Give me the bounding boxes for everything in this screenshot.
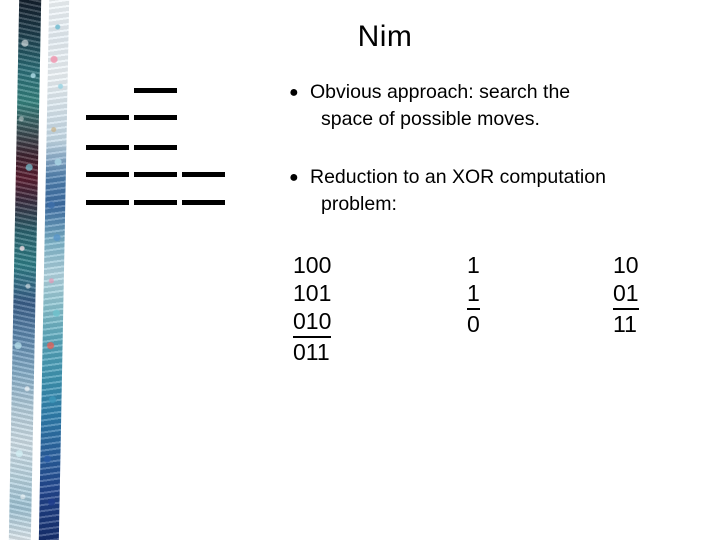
bullet-item-1: ● Obvious approach: search the space of … bbox=[289, 79, 649, 133]
xor-line: 0 bbox=[467, 311, 480, 337]
xor-line: 1 bbox=[467, 252, 480, 278]
nim-stick bbox=[134, 200, 177, 205]
nim-row bbox=[86, 88, 201, 94]
nim-stick bbox=[134, 172, 177, 177]
xor-line: 100 bbox=[293, 252, 332, 278]
bullet-1-line-2: space of possible moves. bbox=[321, 108, 540, 130]
nim-stick bbox=[182, 200, 225, 205]
nim-sticks-diagram bbox=[86, 80, 225, 215]
nim-row bbox=[86, 115, 201, 121]
nim-stick bbox=[134, 145, 177, 150]
left-border-strip-dark bbox=[8, 0, 42, 540]
xor-line: 010 bbox=[293, 307, 332, 338]
xor-line: 01 bbox=[613, 279, 639, 310]
xor-line: 10 bbox=[613, 252, 639, 278]
nim-row bbox=[86, 172, 225, 178]
nim-stick bbox=[182, 172, 225, 177]
bullet-item-2: ● Reduction to an XOR computation proble… bbox=[289, 164, 689, 218]
nim-stick bbox=[134, 88, 177, 93]
xor-line: 11 bbox=[613, 311, 637, 337]
bullet-dot-icon: ● bbox=[289, 169, 299, 186]
nim-stick bbox=[86, 200, 129, 205]
nim-stick bbox=[86, 172, 129, 177]
left-border-strip-light bbox=[38, 0, 70, 540]
bullet-dot-icon: ● bbox=[289, 84, 299, 101]
bullet-2-line-1: Reduction to an XOR computation bbox=[310, 166, 606, 188]
nim-row bbox=[86, 145, 201, 151]
xor-line: 011 bbox=[293, 339, 330, 365]
bullet-2-line-2: problem: bbox=[321, 193, 397, 215]
page-title: Nim bbox=[357, 20, 413, 53]
bullet-1-line-1: Obvious approach: search the bbox=[310, 81, 571, 103]
nim-stick bbox=[86, 145, 129, 150]
nim-row bbox=[86, 200, 225, 206]
xor-line: 1 bbox=[467, 279, 480, 310]
nim-stick bbox=[134, 115, 177, 120]
nim-stick bbox=[86, 115, 129, 120]
xor-line: 101 bbox=[293, 280, 332, 306]
